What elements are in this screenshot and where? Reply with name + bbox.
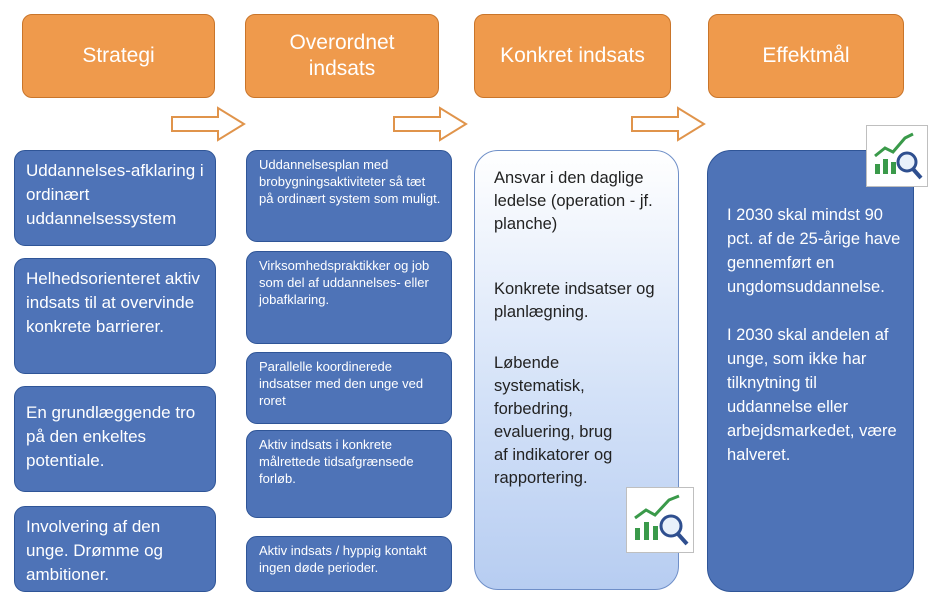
header-overordnet-indsats: Overordnet indsats [245,14,439,98]
chart-magnifier-icon [626,487,694,553]
overall-box: Uddannelsesplan med brobygningsaktivitet… [246,150,452,242]
strategy-box: Helhedsorienteret aktiv indsats til at o… [14,258,216,374]
arrow-right-icon [631,106,706,142]
arrow-right-icon [171,106,246,142]
header-strategi: Strategi [22,14,215,98]
strategy-box: En grundlæggende tro på den enkeltes pot… [14,386,216,492]
concrete-paragraph: Løbende systematisk, forbedring, evaluer… [494,354,613,487]
effect-box: I 2030 skal mindst 90 pct. af de 25-årig… [707,150,914,592]
overall-box: Parallelle koordinerede indsatser med de… [246,352,452,424]
chart-magnifier-icon [866,125,928,187]
effect-paragraph: I 2030 skal andelen af unge, som ikke ha… [727,326,897,464]
concrete-paragraph: Konkrete indsatser og planlægning. [494,280,655,321]
effect-paragraph: I 2030 skal mindst 90 pct. af de 25-årig… [727,206,901,296]
concrete-paragraph: Ansvar i den daglige ledelse (operation … [494,169,653,233]
concrete-box: Ansvar i den daglige ledelse (operation … [474,150,679,590]
overall-box: Virksomhedspraktikker og job som del af … [246,251,452,344]
overall-box: Aktiv indsats i konkrete målrettede tids… [246,430,452,518]
header-konkret-indsats: Konkret indsats [474,14,671,98]
strategy-box: Uddannelses-afklaring i ordinært uddanne… [14,150,216,246]
strategy-box: Involvering af den unge. Drømme og ambit… [14,506,216,592]
arrow-right-icon [393,106,468,142]
header-effektmaal: Effektmål [708,14,904,98]
overall-box: Aktiv indsats / hyppig kontakt ingen død… [246,536,452,592]
